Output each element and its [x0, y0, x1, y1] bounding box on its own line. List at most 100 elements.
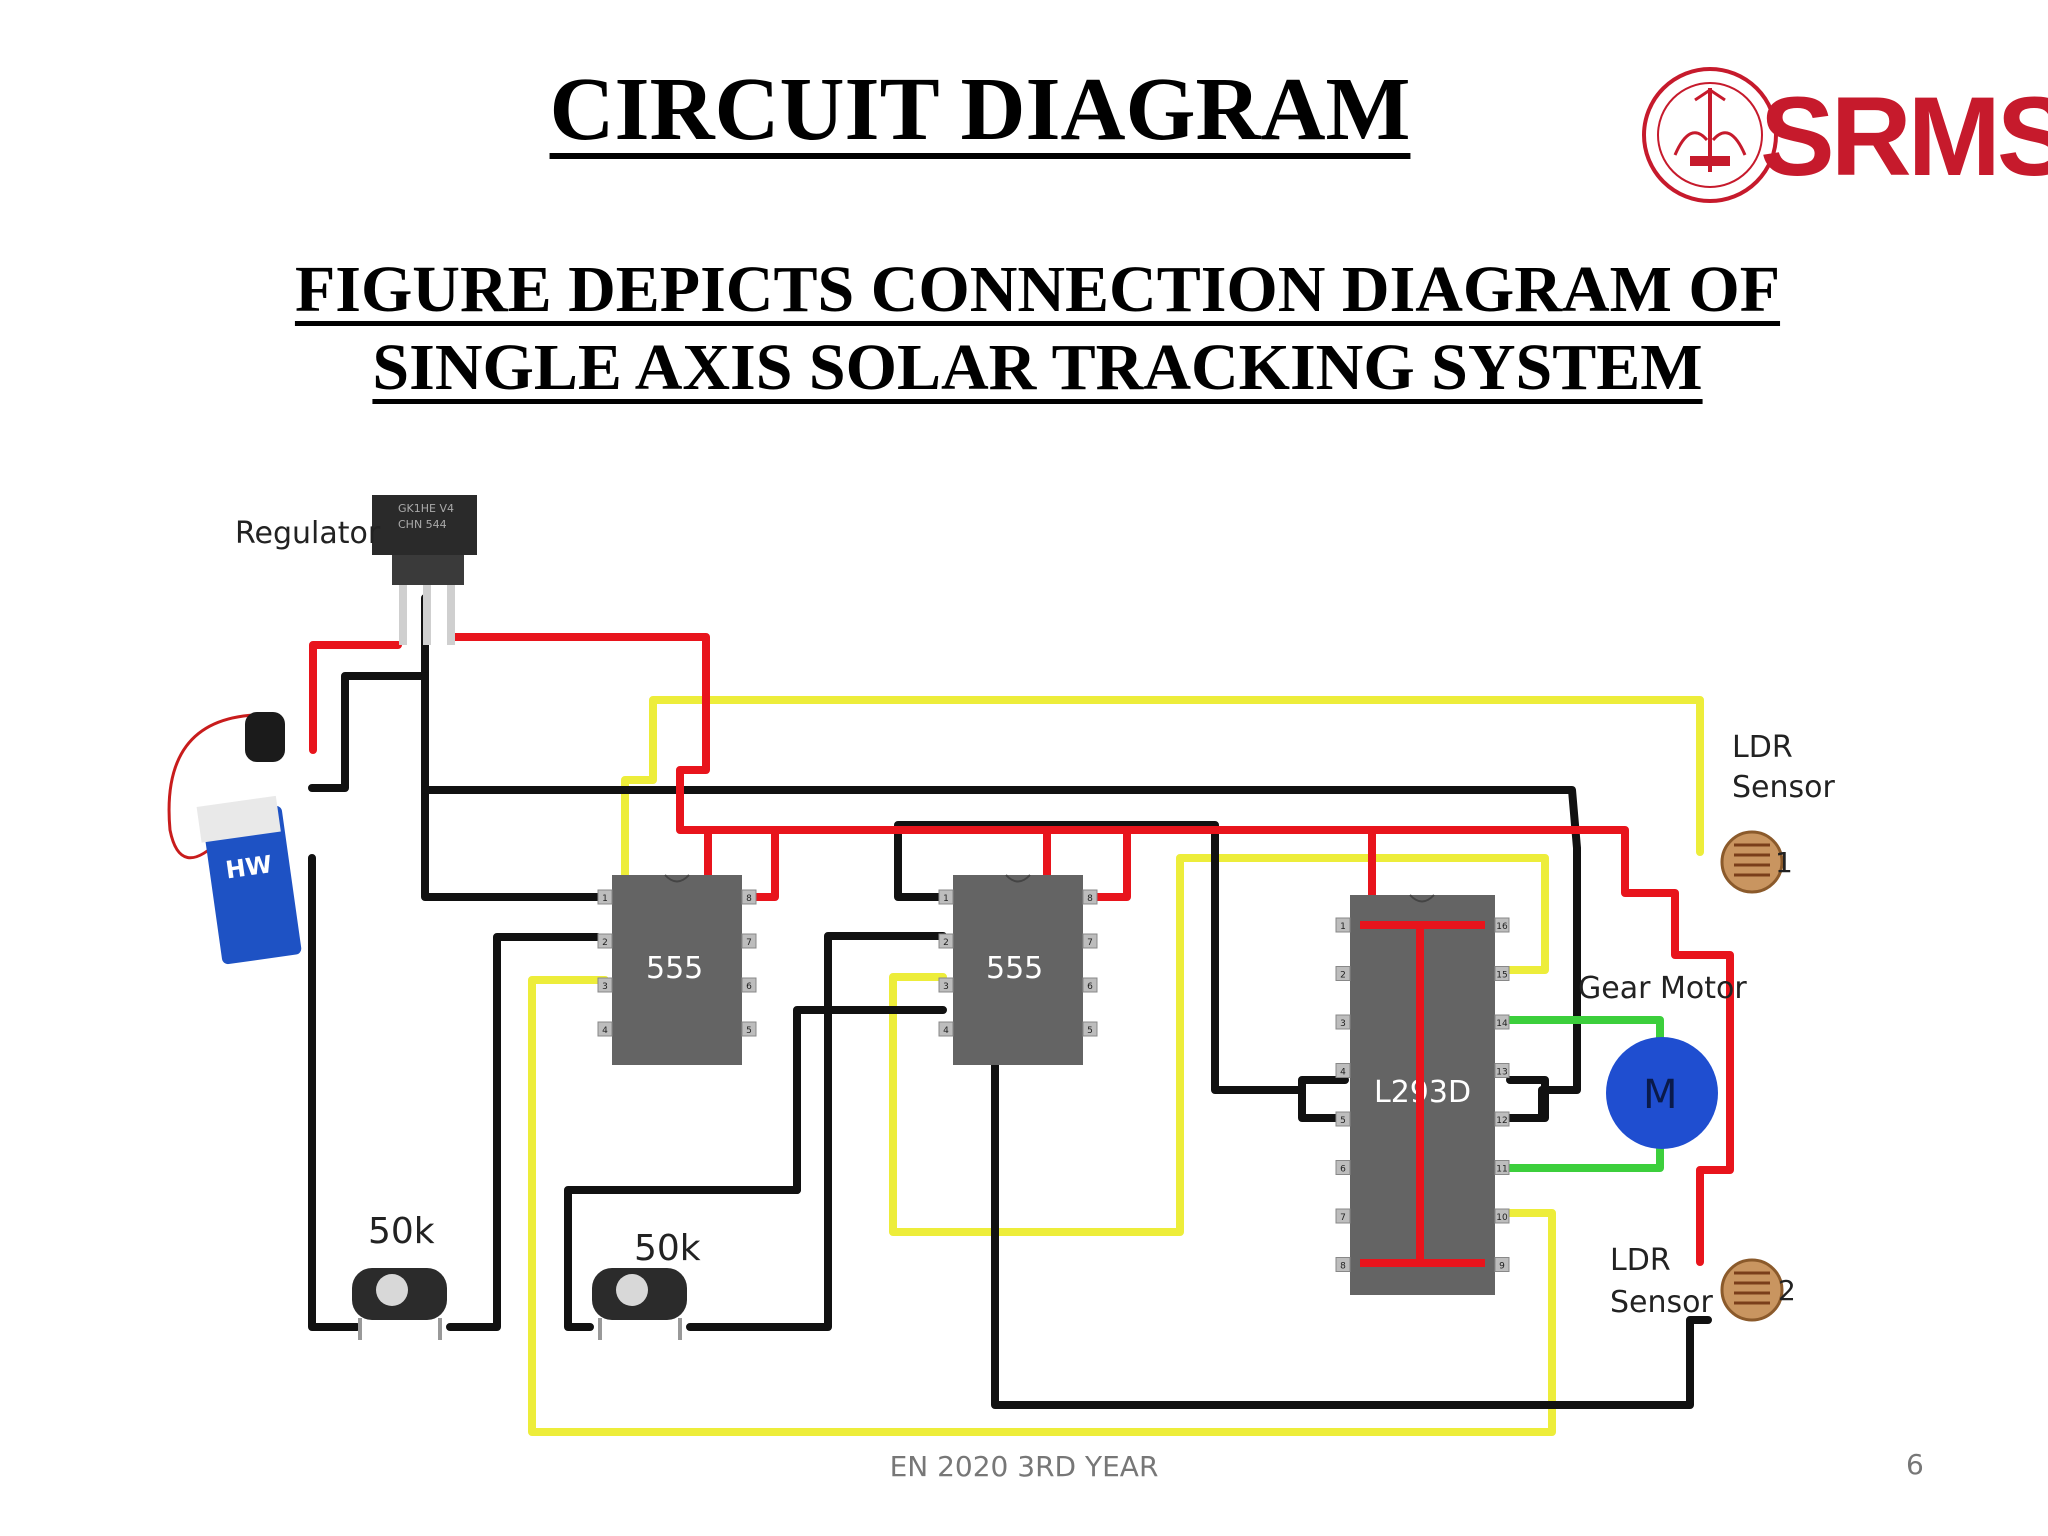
- ic2-pin-6-label: 6: [1087, 982, 1093, 992]
- regulator-label: Regulator: [235, 516, 381, 551]
- ic1-pin-8: [741, 889, 757, 905]
- ic2-pin-7: [1082, 933, 1098, 949]
- l293d-power-bus: [1360, 921, 1485, 1267]
- ic2-pin-1-label: 1: [943, 894, 949, 904]
- ic1-pin-3-label: 3: [602, 982, 608, 992]
- potentiometer-2: [592, 1268, 687, 1340]
- svg-text:CHN 544: CHN 544: [398, 518, 447, 531]
- gear-motor: [1606, 1037, 1718, 1149]
- ic2-pin-1: [938, 889, 954, 905]
- potentiometer-1: [352, 1268, 447, 1340]
- l293d-pin-11: [1494, 1160, 1510, 1175]
- l293d-pin-12: [1494, 1111, 1510, 1127]
- ldr2-label-line2: Sensor: [1610, 1285, 1713, 1320]
- l293d-pin-9-label: 9: [1499, 1262, 1505, 1272]
- ic2-pin-8-label: 8: [1087, 894, 1093, 904]
- srms-logo-text: SRMS: [1760, 74, 2048, 199]
- l293d-pin-8-label: 8: [1340, 1262, 1346, 1272]
- ic1-pin-6-label: 6: [746, 982, 752, 992]
- ldr-sensor-2: [1720, 1258, 1784, 1322]
- ic1-pin-5-label: 5: [746, 1026, 752, 1036]
- battery-brand: HW: [224, 850, 274, 884]
- l293d-pin-10: [1494, 1208, 1510, 1224]
- slide-subtitle-line1: FIGURE DEPICTS CONNECTION DIAGRAM OF: [294, 253, 1781, 326]
- ic1-pin-3: [597, 977, 613, 993]
- voltage-regulator: GK1HE V4 CHN 544: [372, 495, 477, 645]
- ic1-pin-1-label: 1: [602, 894, 608, 904]
- ic1-pin-6: [741, 977, 757, 993]
- l293d-pin-2: [1335, 966, 1351, 981]
- l293d-pin-6: [1335, 1160, 1351, 1175]
- l293d-pin-16-label: 16: [1496, 922, 1508, 932]
- l293d-pin-4-label: 4: [1340, 1068, 1346, 1078]
- ic1-pin-7-label: 7: [746, 938, 752, 948]
- l293d-pin-14: [1494, 1014, 1510, 1030]
- l293d-pin-7: [1335, 1208, 1351, 1224]
- ic1-pin-1: [597, 889, 613, 905]
- regulator-marking: GK1HE V4: [398, 502, 454, 515]
- l293d-pin-3-label: 3: [1340, 1019, 1346, 1029]
- ldr2-label-line1: LDR: [1610, 1243, 1671, 1278]
- l293d-pin-16: [1494, 917, 1510, 933]
- l293d-pin-15: [1494, 966, 1510, 981]
- ic2-pin-4: [938, 1021, 954, 1037]
- ic1-pin-4-label: 4: [602, 1026, 608, 1036]
- ldr-sensor-1: [1720, 830, 1784, 894]
- l293d-pin-3: [1335, 1014, 1351, 1030]
- signal-wires: [528, 696, 1704, 1436]
- ldr1-label-line2: Sensor: [1732, 770, 1835, 805]
- slide-subtitle-line2: SINGLE AXIS SOLAR TRACKING SYSTEM: [372, 331, 1703, 404]
- l293d-pin-8: [1335, 1257, 1351, 1272]
- ic2-pin-6: [1082, 977, 1098, 993]
- ldr1-number: 1: [1775, 846, 1793, 879]
- l293d-pin-1: [1335, 917, 1351, 933]
- ic-555-1: [612, 874, 742, 1065]
- battery-9v: HW: [167, 712, 302, 965]
- ic1-pin-8-label: 8: [746, 894, 752, 904]
- ic2-pin-7-label: 7: [1087, 938, 1093, 948]
- ic2-pin-5-label: 5: [1087, 1026, 1093, 1036]
- ic2-pin-3-label: 3: [943, 982, 949, 992]
- ic-555-1-label: 555: [646, 951, 703, 986]
- ldr1-label-line1: LDR: [1732, 730, 1793, 765]
- l293d-pin-13: [1494, 1063, 1510, 1078]
- ic-555-2: [953, 874, 1083, 1065]
- srms-seal-logo: [1642, 67, 1778, 203]
- l293d-pin-1-label: 1: [1340, 922, 1346, 932]
- slide-footer: EN 2020 3RD YEAR: [889, 1450, 1159, 1483]
- page-number: 6: [1906, 1448, 1924, 1481]
- pot2-label: 50k: [634, 1228, 701, 1269]
- ic1-pin-7: [741, 933, 757, 949]
- motor-label: M: [1643, 1072, 1678, 1118]
- ic2-pin-2: [938, 933, 954, 949]
- ic-555-2-label: 555: [986, 951, 1043, 986]
- ic2-pin-8: [1082, 889, 1098, 905]
- l293d-pin-2-label: 2: [1340, 971, 1346, 981]
- l293d-pin-5: [1335, 1111, 1351, 1127]
- l293d-pin-7-label: 7: [1340, 1213, 1346, 1223]
- l293d-pin-15-label: 15: [1496, 971, 1507, 981]
- l293d-pin-6-label: 6: [1340, 1165, 1346, 1175]
- l293d-pin-12-label: 12: [1496, 1116, 1507, 1126]
- l293d-pin-4: [1335, 1063, 1351, 1078]
- ic1-pin-2-label: 2: [602, 938, 608, 948]
- gear-motor-label: Gear Motor: [1578, 971, 1747, 1006]
- l293d-pin-11-label: 11: [1496, 1165, 1507, 1175]
- ic2-pin-5: [1082, 1021, 1098, 1037]
- ldr2-number: 2: [1778, 1274, 1796, 1307]
- l293d-pin-13-label: 13: [1496, 1068, 1507, 1078]
- ic2-pin-4-label: 4: [943, 1026, 949, 1036]
- ic1-pin-4: [597, 1021, 613, 1037]
- ic1-pin-2: [597, 933, 613, 949]
- motor-wires: [1506, 1016, 1664, 1172]
- ic2-pin-2-label: 2: [943, 938, 949, 948]
- l293d-pin-14-label: 14: [1496, 1019, 1508, 1029]
- slide-title: CIRCUIT DIAGRAM: [549, 60, 1411, 159]
- l293d-pin-5-label: 5: [1340, 1116, 1346, 1126]
- l293d-pin-9: [1494, 1257, 1510, 1272]
- l293d-pin-10-label: 10: [1496, 1213, 1508, 1223]
- pot1-label: 50k: [368, 1211, 435, 1252]
- ic1-pin-5: [741, 1021, 757, 1037]
